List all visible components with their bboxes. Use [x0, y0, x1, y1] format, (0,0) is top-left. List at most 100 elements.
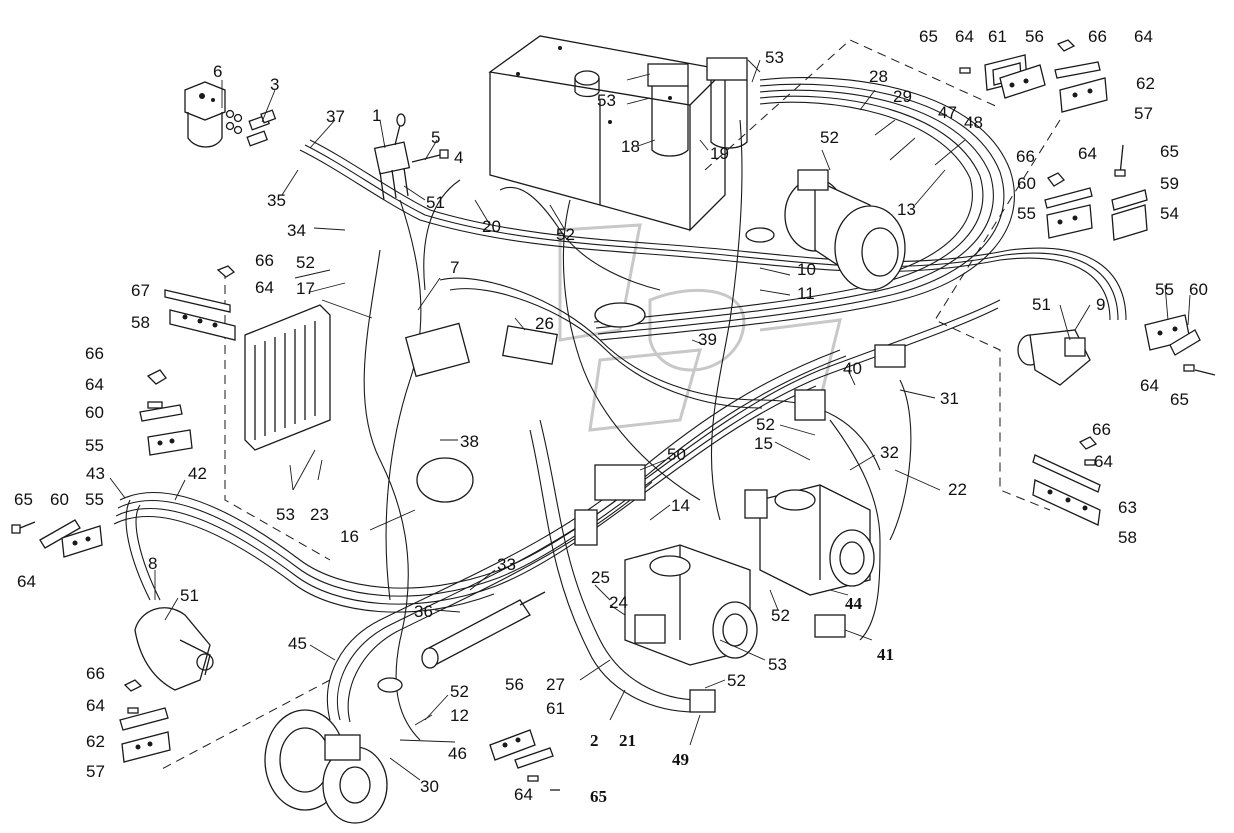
label-41: 41	[877, 645, 894, 664]
label-55c: 55	[85, 436, 104, 455]
label-64i: 64	[514, 785, 533, 804]
label-64h: 64	[17, 572, 36, 591]
label-55b: 55	[1155, 280, 1174, 299]
label-3a: 3	[270, 75, 279, 94]
label-61a: 61	[988, 27, 1007, 46]
label-64f: 64	[85, 375, 104, 394]
label-51a: 51	[426, 193, 445, 212]
label-51c: 51	[180, 586, 199, 605]
clamp-65-60-55-far-left	[11, 519, 103, 558]
label-31: 31	[940, 389, 959, 408]
label-55a: 55	[1017, 204, 1036, 223]
clamp-right-lower	[1032, 436, 1101, 526]
clamp-66-64-60-55-left	[139, 369, 193, 456]
label-13: 13	[897, 200, 916, 219]
label-60d: 60	[50, 490, 69, 509]
hose-bundles	[113, 77, 1127, 741]
label-52f: 52	[450, 682, 469, 701]
label-12: 12	[450, 706, 469, 725]
label-64b: 64	[1134, 27, 1153, 46]
label-53c: 53	[276, 505, 295, 524]
label-6a: 6	[213, 62, 222, 81]
clamp-right-mid	[1044, 144, 1148, 241]
label-46: 46	[448, 744, 467, 763]
label-62b: 62	[86, 732, 105, 751]
label-21: 21	[619, 731, 636, 750]
label-57a: 57	[1134, 104, 1153, 123]
label-35: 35	[267, 191, 286, 210]
label-43: 43	[86, 464, 105, 483]
label-57b: 57	[86, 762, 105, 781]
electric-motor	[784, 169, 906, 292]
label-33: 33	[497, 555, 516, 574]
label-58b: 58	[1118, 528, 1137, 547]
label-58a: 58	[131, 313, 150, 332]
clamp-bottom-center	[489, 729, 560, 791]
clamp-67-58	[164, 265, 236, 341]
control-valve-1	[373, 113, 411, 201]
hydraulic-tank	[488, 35, 727, 232]
label-32: 32	[880, 443, 899, 462]
oil-cooler	[244, 304, 331, 451]
label-44: 44	[845, 594, 863, 613]
clamp-right-top	[959, 39, 1108, 113]
label-4: 4	[454, 148, 463, 167]
label-7: 7	[450, 258, 459, 277]
label-37: 37	[326, 107, 345, 126]
label-20: 20	[482, 217, 501, 236]
label-60b: 60	[1189, 280, 1208, 299]
label-54: 54	[1160, 204, 1179, 223]
part-number-labels: 6 3 37 1 5 4 35 51 34 20 52 18 19 53 53 …	[14, 27, 1208, 806]
label-52b: 52	[820, 128, 839, 147]
label-59: 59	[1160, 174, 1179, 193]
label-26: 26	[535, 314, 554, 333]
label-39: 39	[698, 330, 717, 349]
label-60a: 60	[1017, 174, 1036, 193]
label-53b: 53	[765, 48, 784, 67]
label-67: 67	[131, 281, 150, 300]
label-17: 17	[296, 279, 315, 298]
label-42: 42	[188, 464, 207, 483]
label-66d: 66	[85, 344, 104, 363]
clamp-66-64-62-57-bottom	[119, 679, 171, 763]
label-65e: 65	[590, 787, 607, 806]
label-55d: 55	[85, 490, 104, 509]
label-66f: 66	[86, 664, 105, 683]
label-63: 63	[1118, 498, 1137, 517]
label-30: 30	[420, 777, 439, 796]
seal-rings	[225, 109, 243, 135]
label-36: 36	[414, 602, 433, 621]
label-64g: 64	[1094, 452, 1113, 471]
label-53d: 53	[768, 655, 787, 674]
label-51b: 51	[1032, 295, 1051, 314]
label-52g: 52	[727, 671, 746, 690]
label-66a: 66	[1088, 27, 1107, 46]
label-65b: 65	[1160, 142, 1179, 161]
label-64e: 64	[1140, 376, 1159, 395]
label-64d: 64	[255, 278, 274, 297]
wheel-drive-motor	[264, 709, 388, 824]
label-9: 9	[1096, 295, 1105, 314]
clamp-far-right	[1144, 314, 1216, 376]
label-27: 27	[546, 675, 565, 694]
label-47: 47	[938, 103, 957, 122]
label-1: 1	[372, 106, 381, 125]
main-pump	[744, 484, 875, 596]
label-45: 45	[288, 634, 307, 653]
label-53a: 53	[597, 91, 616, 110]
label-11: 11	[797, 284, 815, 303]
label-66b: 66	[1016, 147, 1035, 166]
label-2: 2	[590, 731, 599, 750]
label-29: 29	[893, 87, 912, 106]
return-filters	[647, 57, 748, 157]
label-28: 28	[869, 67, 888, 86]
label-18: 18	[621, 137, 640, 156]
label-49: 49	[672, 750, 689, 769]
label-64j: 64	[86, 696, 105, 715]
label-23: 23	[310, 505, 329, 524]
label-22: 22	[948, 480, 967, 499]
label-38: 38	[460, 432, 479, 451]
label-5: 5	[431, 128, 440, 147]
pump-block	[624, 544, 758, 666]
label-64c: 64	[1078, 144, 1097, 163]
